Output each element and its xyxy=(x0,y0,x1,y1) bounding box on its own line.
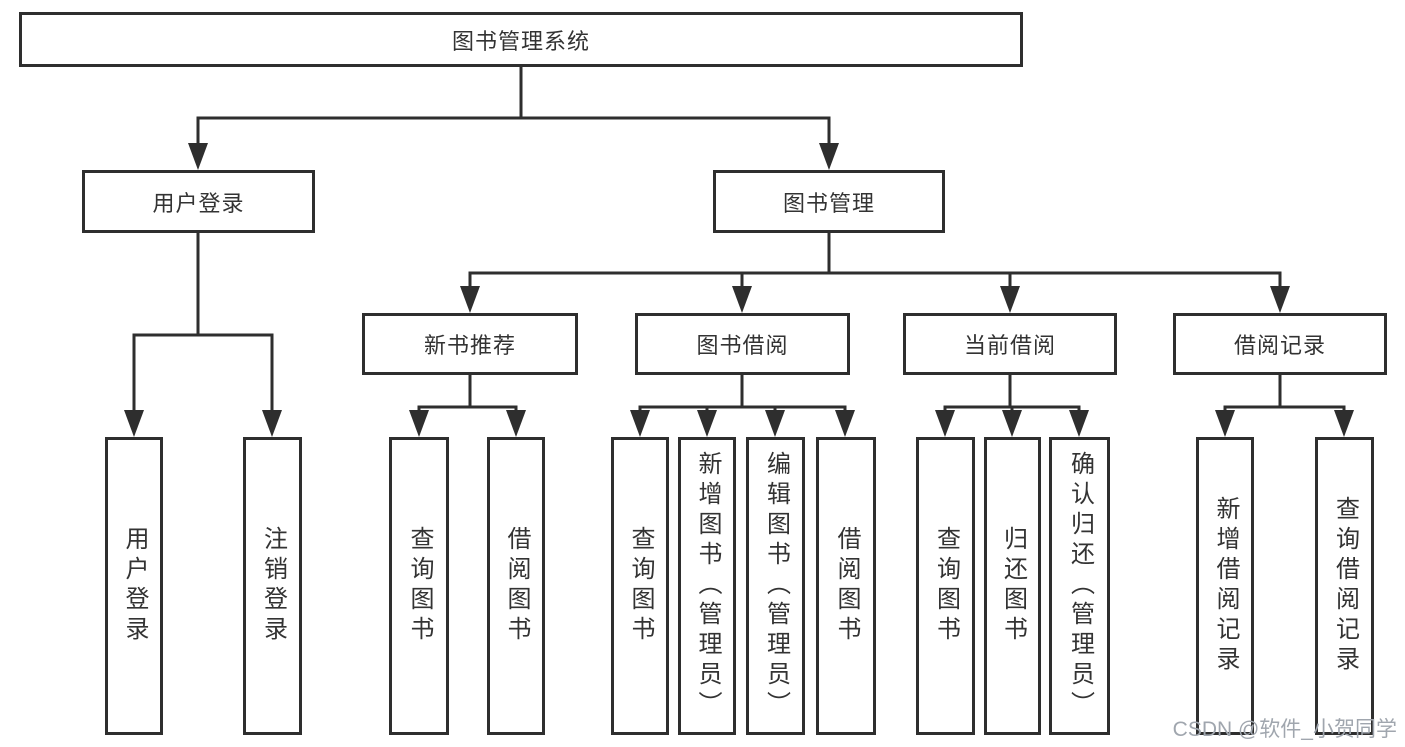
node-borrow-records: 借阅记录 xyxy=(1173,313,1387,375)
node-leaf-logout: 注销登录 xyxy=(243,437,302,735)
node-leaf-query-book-1: 查询图书 xyxy=(389,437,449,735)
node-leaf-confirm-return-admin-label: 确认归还（管理员） xyxy=(1066,451,1094,721)
node-leaf-query-book-3-label: 查询图书 xyxy=(932,526,960,646)
node-leaf-user-login-label: 用户登录 xyxy=(121,526,148,646)
node-leaf-return-book: 归还图书 xyxy=(984,437,1041,735)
node-leaf-query-borrow-record-label: 查询借阅记录 xyxy=(1331,496,1359,676)
node-leaf-logout-label: 注销登录 xyxy=(259,526,287,646)
node-leaf-borrow-book-2-label: 借阅图书 xyxy=(833,526,860,646)
node-borrow-records-label: 借阅记录 xyxy=(1233,333,1326,358)
node-root: 图书管理系统 xyxy=(19,12,1023,67)
node-new-book-recommend: 新书推荐 xyxy=(362,313,578,375)
node-leaf-query-book-2-label: 查询图书 xyxy=(627,526,654,646)
node-leaf-return-book-label: 归还图书 xyxy=(999,526,1027,646)
node-new-book-recommend-label: 新书推荐 xyxy=(423,333,516,358)
node-leaf-query-book-1-label: 查询图书 xyxy=(406,526,433,646)
node-leaf-add-book-admin-label: 新增图书（管理员） xyxy=(694,451,721,721)
node-current-borrow-label: 当前借阅 xyxy=(963,333,1056,358)
node-book-borrow-label: 图书借阅 xyxy=(696,333,789,358)
node-leaf-borrow-book-2: 借阅图书 xyxy=(816,437,876,735)
node-leaf-add-book-admin: 新增图书（管理员） xyxy=(678,437,736,735)
node-leaf-edit-book-admin: 编辑图书（管理员） xyxy=(746,437,805,735)
node-user-login: 用户登录 xyxy=(82,170,315,233)
node-leaf-add-borrow-record-label: 新增借阅记录 xyxy=(1212,496,1239,676)
node-leaf-add-borrow-record: 新增借阅记录 xyxy=(1196,437,1254,735)
node-leaf-query-book-2: 查询图书 xyxy=(611,437,669,735)
node-book-management-label: 图书管理 xyxy=(782,190,875,216)
node-book-borrow: 图书借阅 xyxy=(635,313,850,375)
node-leaf-user-login: 用户登录 xyxy=(105,437,163,735)
node-leaf-edit-book-admin-label: 编辑图书（管理员） xyxy=(762,451,790,721)
node-leaf-query-book-3: 查询图书 xyxy=(916,437,975,735)
node-current-borrow: 当前借阅 xyxy=(903,313,1117,375)
node-root-label: 图书管理系统 xyxy=(451,28,590,54)
node-book-management: 图书管理 xyxy=(713,170,945,233)
node-leaf-query-borrow-record: 查询借阅记录 xyxy=(1315,437,1374,735)
node-user-login-label: 用户登录 xyxy=(152,190,245,216)
node-leaf-confirm-return-admin: 确认归还（管理员） xyxy=(1049,437,1110,735)
csdn-watermark: CSDN @软件_小贺同学 xyxy=(1172,718,1397,741)
node-leaf-borrow-book-1: 借阅图书 xyxy=(487,437,545,735)
node-leaf-borrow-book-1-label: 借阅图书 xyxy=(503,526,530,646)
